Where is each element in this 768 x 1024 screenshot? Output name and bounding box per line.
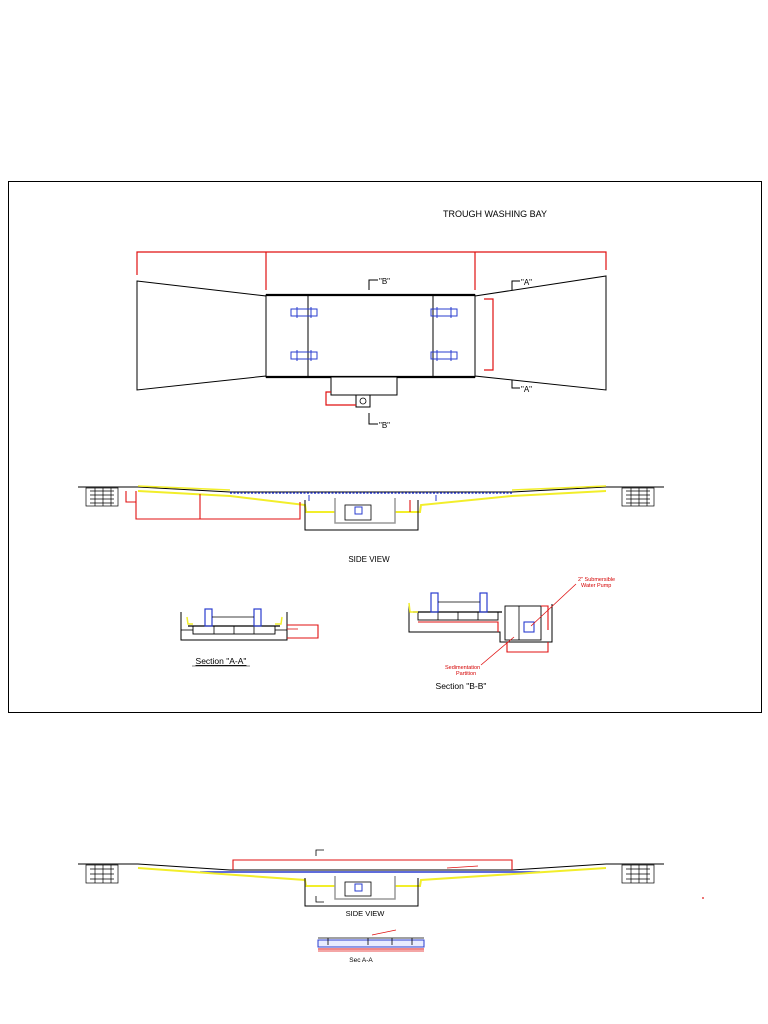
marker-a-top: "A" [521, 278, 532, 287]
partition-callout-line2: Partition [456, 671, 476, 677]
side-view-2: SIDE VIEW [78, 849, 704, 918]
section-bb: 2" Submersible Water Pump Sedimentation … [408, 577, 617, 691]
plan-right-wing [474, 275, 607, 391]
main-title: TROUGH WASHING BAY [443, 209, 547, 219]
partition-callout-line1: Sedimentation [445, 665, 480, 671]
section-aa: Section "A-A" [180, 608, 319, 667]
sec-aa-small: Sec A-A [317, 929, 425, 964]
earth-hatch-right [621, 487, 655, 507]
pump-callout-line2: Water Pump [581, 583, 611, 589]
earth-hatch-left [85, 487, 119, 507]
marker-b-top: "B" [379, 277, 390, 286]
side-view-1: SIDE VIEW [78, 485, 664, 564]
plan-dimension-lines [136, 251, 607, 406]
plan-sump-box [330, 376, 398, 396]
sec-aa-small-title: Sec A-A [349, 957, 373, 964]
section-bb-title: Section "B-B" [436, 681, 487, 691]
side-view-title: SIDE VIEW [348, 555, 390, 564]
partition-callout: Sedimentation Partition [445, 665, 482, 677]
section-markers [368, 279, 520, 425]
plan-left-wing [136, 280, 267, 391]
plan-view: "B" "A" "A" "B" [136, 251, 607, 430]
pump-callout: 2" Submersible Water Pump [578, 577, 617, 589]
marker-b-bottom: "B" [379, 421, 390, 430]
plan-wheel-guides [290, 307, 458, 361]
pump-callout-line1: 2" Submersible [578, 577, 615, 583]
drawing-frame [8, 181, 762, 713]
side-view-2-title: SIDE VIEW [346, 909, 386, 918]
section-aa-title: Section "A-A" [196, 656, 247, 666]
marker-a-bottom: "A" [521, 385, 532, 394]
